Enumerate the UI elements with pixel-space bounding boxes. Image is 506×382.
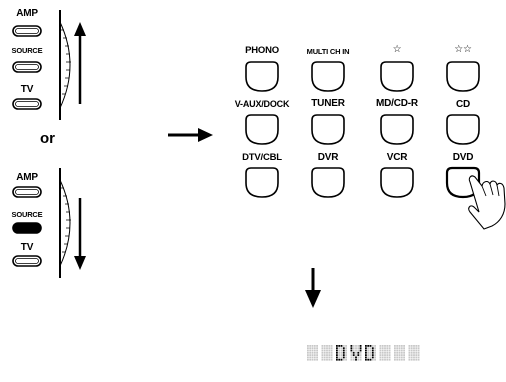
input-button-star-2[interactable] bbox=[380, 61, 414, 92]
button-label-md-cd-r: MD/CD-R bbox=[376, 98, 418, 109]
button-label-vcr: VCR bbox=[386, 152, 408, 163]
button-label-cd: CD bbox=[455, 99, 471, 110]
button-label-dtv-cbl: DTV/CBL bbox=[242, 152, 282, 163]
button-label-star-one: ☆ bbox=[392, 44, 402, 55]
input-button-multi-ch-in[interactable] bbox=[311, 61, 345, 92]
selector-bottom-tv-label: TV bbox=[20, 242, 34, 253]
button-label-phono: PHONO bbox=[245, 45, 279, 56]
selector-bottom-source-pill bbox=[12, 222, 42, 234]
selector-top-amp-label: AMP bbox=[16, 8, 38, 19]
right-arrow bbox=[168, 128, 213, 142]
selector-top-tv-label: TV bbox=[20, 84, 34, 95]
selector-bottom-amp-label: AMP bbox=[16, 172, 38, 183]
selector-bottom-slide-down bbox=[59, 168, 86, 278]
input-button-vcr[interactable] bbox=[380, 167, 414, 198]
selector-top-amp-pill bbox=[12, 25, 42, 37]
input-button-shells bbox=[245, 61, 481, 199]
selector-bottom-source-label: SOURCE bbox=[11, 210, 43, 219]
or-label: or bbox=[40, 130, 55, 147]
input-button-dvr[interactable] bbox=[311, 167, 345, 198]
selector-top-pills bbox=[12, 25, 42, 110]
button-label-dvr: DVR bbox=[317, 152, 339, 163]
input-button-v-aux-dock[interactable] bbox=[245, 114, 279, 145]
selector-top-slide-up bbox=[59, 10, 86, 120]
button-label-tuner: TUNER bbox=[311, 98, 345, 109]
button-label-multi-ch-in: MULTI CH IN bbox=[306, 47, 350, 56]
input-button-dtv-cbl[interactable] bbox=[245, 167, 279, 198]
input-button-star-3[interactable] bbox=[446, 61, 480, 92]
pointing-hand-icon bbox=[468, 175, 506, 230]
selector-top-source-pill bbox=[12, 61, 42, 73]
input-button-md-cd-r[interactable] bbox=[380, 114, 414, 145]
input-button-phono[interactable] bbox=[245, 61, 279, 92]
selector-bottom-amp-pill bbox=[12, 186, 42, 198]
button-label-dvd: DVD bbox=[452, 152, 474, 163]
input-button-cd[interactable] bbox=[446, 114, 480, 145]
selector-top-source-label: SOURCE bbox=[11, 46, 43, 55]
input-button-dvd[interactable] bbox=[445, 166, 481, 199]
button-label-v-aux-dock: V-AUX/DOCK bbox=[234, 99, 290, 109]
lcd-display bbox=[307, 345, 420, 361]
input-button-tuner[interactable] bbox=[311, 114, 345, 145]
down-arrow bbox=[305, 268, 321, 308]
button-label-star-two: ☆☆ bbox=[454, 44, 472, 55]
selector-bottom-pills bbox=[12, 186, 42, 267]
selector-bottom-tv-pill bbox=[12, 255, 42, 267]
selector-top-tv-pill bbox=[12, 98, 42, 110]
